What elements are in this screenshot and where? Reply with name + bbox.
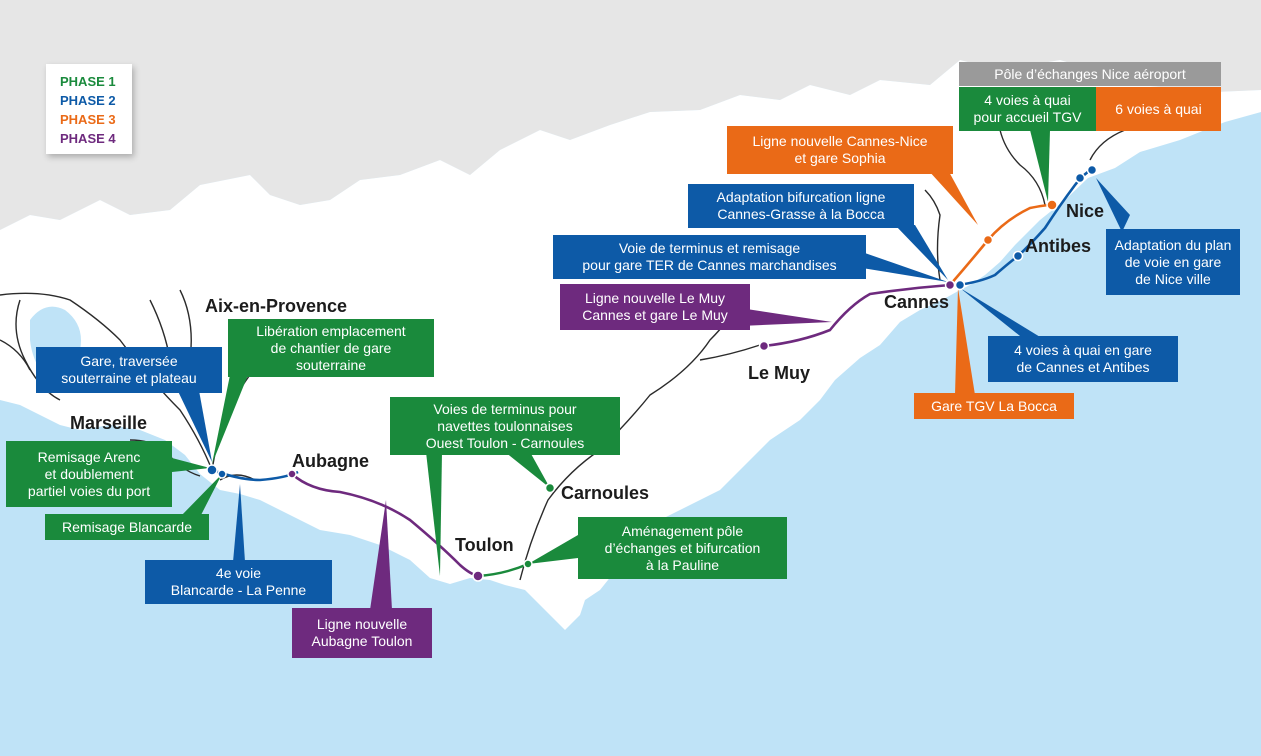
phase3-line: [949, 203, 1053, 286]
city-aubagne: Aubagne: [292, 451, 370, 471]
city-toulon: Toulon: [455, 535, 514, 555]
city-antibes: Antibes: [1025, 236, 1092, 256]
city-nice: Nice: [1066, 201, 1105, 221]
city-aix: Aix-en-Provence: [205, 296, 348, 316]
city-le-muy: Le Muy: [748, 363, 811, 383]
label-quatre-voies-cannes: 4 voies à quai en gare de Cannes et Anti…: [988, 336, 1178, 382]
label-quatre-voies-tgv: 4 voies à quai pour accueil TGV: [959, 87, 1096, 131]
label-six-voies: 6 voies à quai: [1096, 87, 1221, 131]
city-carnoules: Carnoules: [561, 483, 650, 503]
label-remisage-blancarde: Remisage Blancarde: [45, 514, 209, 540]
label-terminus-cannes: Voie de terminus et remisage pour gare T…: [553, 235, 866, 279]
label-pole-nice: Pôle d’échanges Nice aéroport: [959, 62, 1221, 86]
label-quatrieme-voie: 4e voie Blancarde - La Penne: [145, 560, 332, 604]
legend: PHASE 1 PHASE 2 PHASE 3 PHASE 4: [46, 64, 132, 154]
phase4-lines: [291, 283, 951, 578]
legend-phase3: PHASE 3: [60, 112, 116, 127]
callout-pointers: [172, 130, 1130, 610]
label-remisage-arenc: Remisage Arenc et doublement partiel voi…: [6, 441, 172, 507]
station-dots: [206, 164, 1098, 582]
label-ligne-cannes-nice: Ligne nouvelle Cannes-Nice et gare Sophi…: [727, 126, 953, 174]
city-marseille: Marseille: [70, 413, 148, 433]
label-pauline: Aménagement pôle d’échanges et bifurcati…: [578, 517, 787, 579]
city-cannes: Cannes: [884, 292, 950, 312]
label-gare-tgv-bocca: Gare TGV La Bocca: [914, 393, 1074, 419]
label-voies-terminus-toulon: Voies de terminus pour navettes toulonna…: [390, 397, 620, 455]
label-ligne-aubagne-toulon: Ligne nouvelle Aubagne Toulon: [292, 608, 432, 658]
legend-phase2: PHASE 2: [60, 93, 116, 108]
label-adaptation-nice: Adaptation du plan de voie en gare de Ni…: [1106, 229, 1240, 295]
legend-phase1: PHASE 1: [60, 74, 116, 89]
label-liberation-chantier: Libération emplacement de chantier de ga…: [228, 319, 434, 377]
legend-phase4: PHASE 4: [60, 131, 116, 146]
outside-region: [0, 0, 1261, 230]
label-ligne-le-muy: Ligne nouvelle Le Muy Cannes et gare Le …: [560, 284, 750, 330]
label-gare-marseille: Gare, traversée souterraine et plateau: [36, 347, 222, 393]
label-bifurcation-bocca: Adaptation bifurcation ligne Cannes-Gras…: [688, 184, 914, 228]
